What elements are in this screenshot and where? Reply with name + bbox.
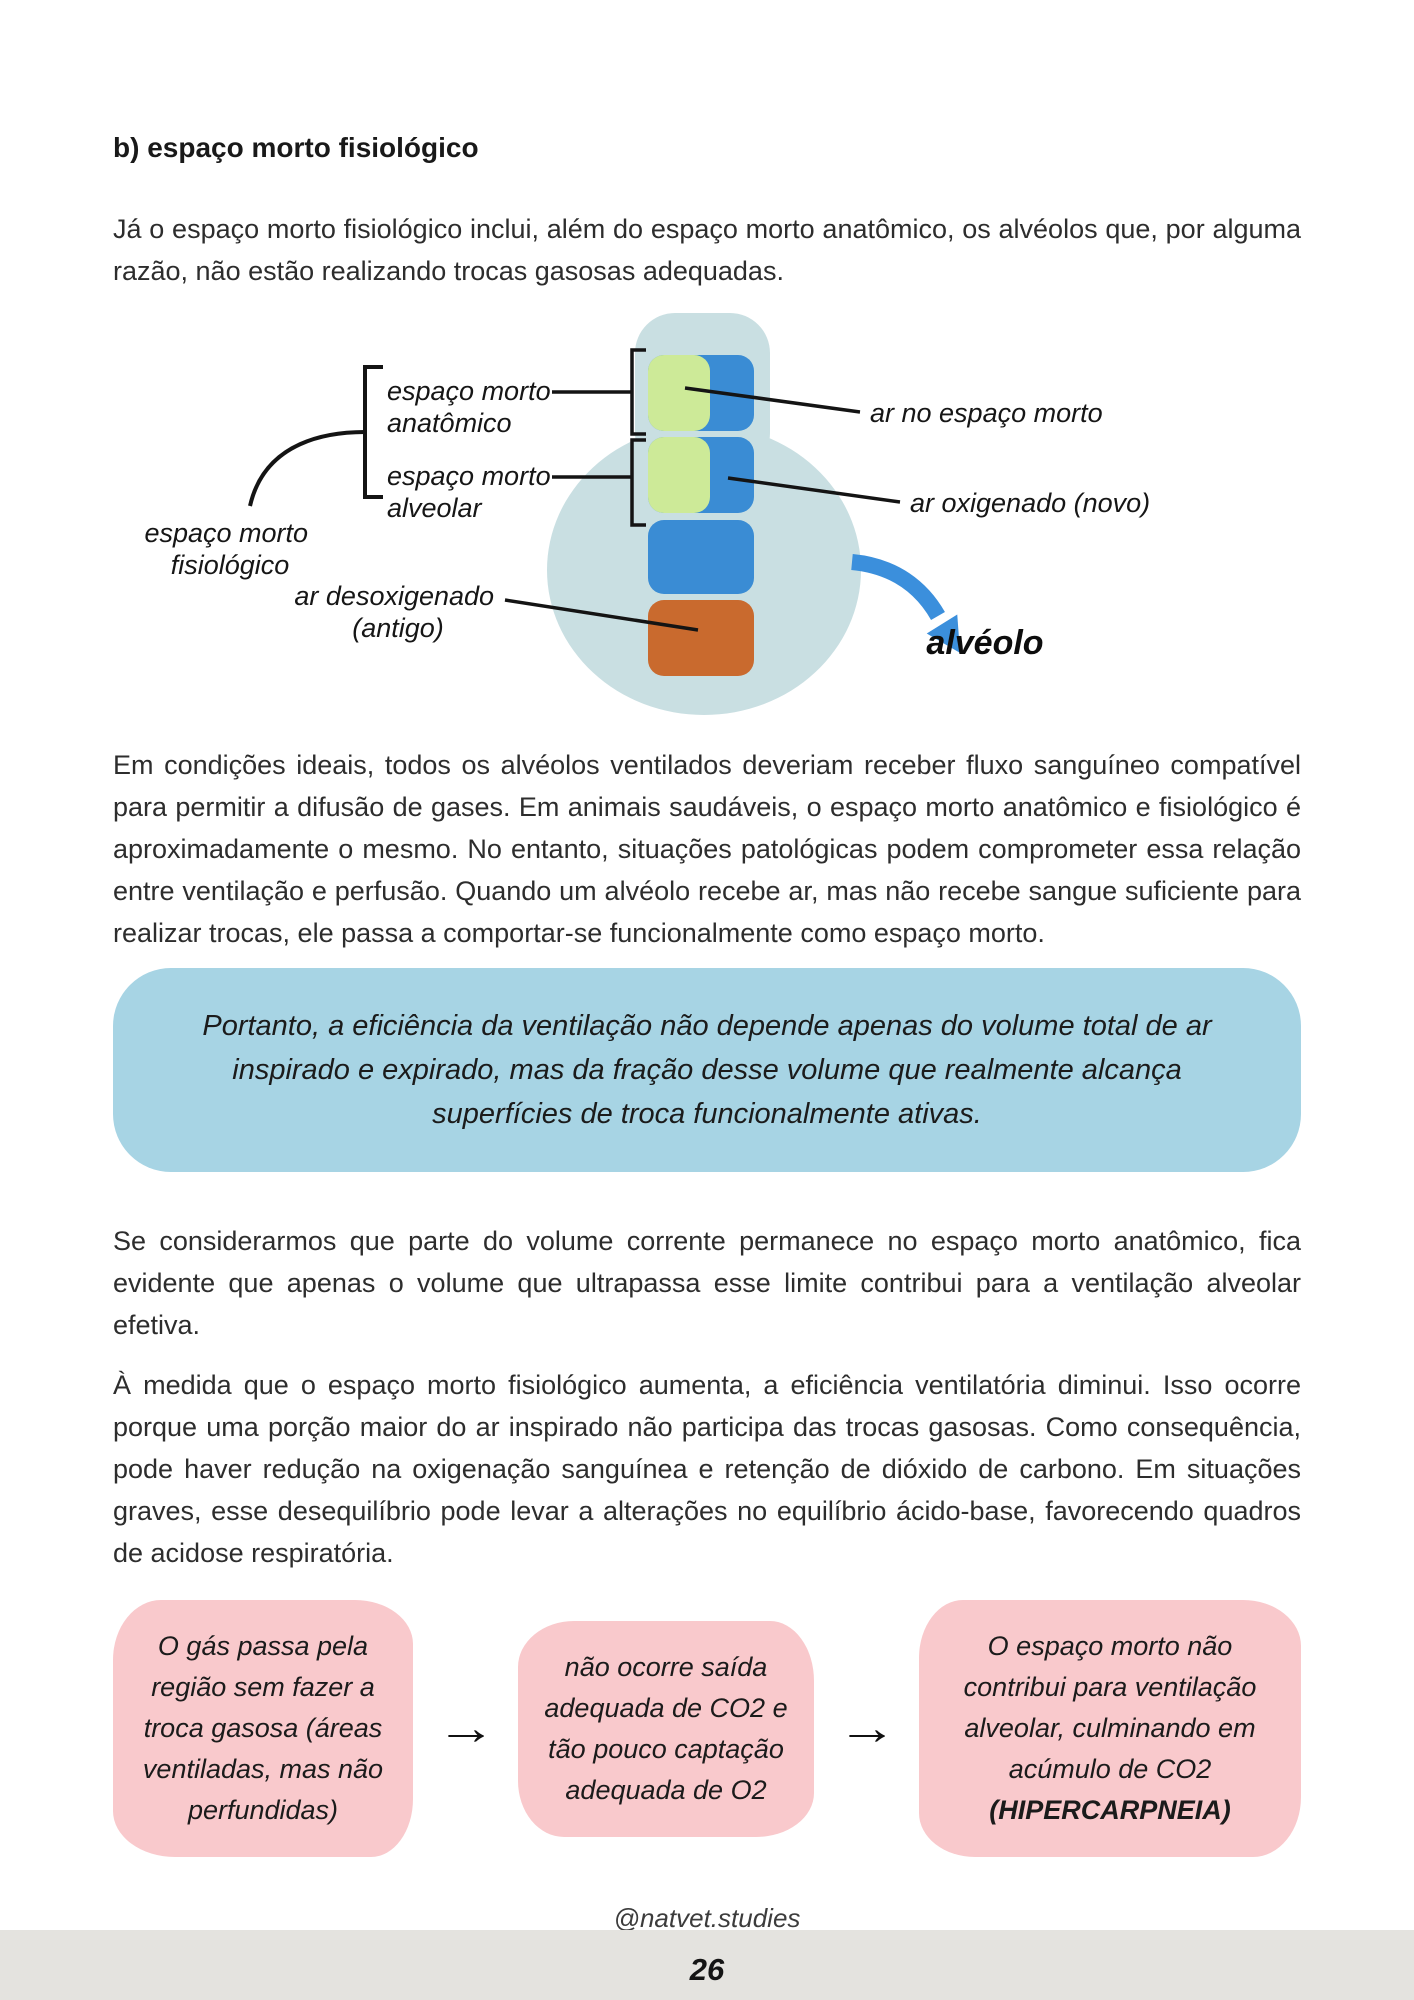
flow-box-1-text: O gás passa pela região sem fazer a troc… [142,1631,384,1825]
highlight-callout: Portanto, a eficiência da ventilação não… [113,968,1301,1172]
flow-box-2: não ocorre saída adequada de CO2 e tão p… [518,1620,814,1837]
label-espaco-morto-fisiologico: espaço morto fisiológico [144,518,315,580]
page-number: 26 [689,1952,725,1987]
flow-diagram: O gás passa pela região sem fazer a troc… [113,1600,1301,1857]
label-ar-oxigenado: ar oxigenado (novo) [910,488,1150,518]
air-block-1 [648,355,754,431]
footer-handle: @natvet.studies [613,1903,801,1933]
air-block-4-deoxygenated [648,600,754,676]
connector-ar-oxigenado [727,476,901,504]
alveolus-diagram: espaço morto anatômico espaço morto alve… [100,300,1314,730]
label-alveolo: alvéolo [926,624,1043,662]
bracket-alveolar [630,438,646,527]
curved-arrow-icon [851,554,961,653]
flow-box-1: O gás passa pela região sem fazer a troc… [113,1600,413,1857]
flow-box-3-highlight: (HIPERCARPNEIA) [989,1795,1231,1825]
connector-desoxigenado [504,598,699,632]
paragraph-tidal-volume: Se considerarmos que parte do volume cor… [113,1226,1301,1340]
air-block-2 [648,437,754,513]
alveolus-diagram-svg: espaço morto anatômico espaço morto alve… [144,313,1150,715]
flow-box-3: O espaço morto não contribui para ventil… [919,1600,1301,1857]
footer-band [0,1930,1414,2000]
label-ar-desoxigenado: ar desoxigenado (antigo) [294,581,501,643]
label-espaco-morto-alveolar: espaço morto alveolar [387,461,558,523]
paragraph-ideal-conditions: Em condições ideais, todos os alvéolos v… [113,750,1301,948]
paragraph-intro: Já o espaço morto fisiológico inclui, al… [113,214,1301,286]
paragraph-consequences: À medida que o espaço morto fisiológico … [113,1370,1301,1568]
label-ar-no-espaco-morto: ar no espaço morto [870,398,1103,428]
label-espaco-morto-anatomico: espaço morto anatômico [387,376,558,438]
air-block-3-oxygenated [648,520,754,594]
bracket-fisiologico [363,365,383,499]
section-title: b) espaço morto fisiológico [113,132,479,163]
connector-ar-no-espaco-morto [684,386,861,414]
flow-box-2-text: não ocorre saída adequada de CO2 e tão p… [544,1651,788,1805]
connector-fisiologico [248,430,366,507]
right-arrow-icon: → [435,1702,496,1755]
right-arrow-icon: → [836,1702,897,1755]
flow-box-3-text: O espaço morto não contribui para ventil… [963,1631,1257,1784]
